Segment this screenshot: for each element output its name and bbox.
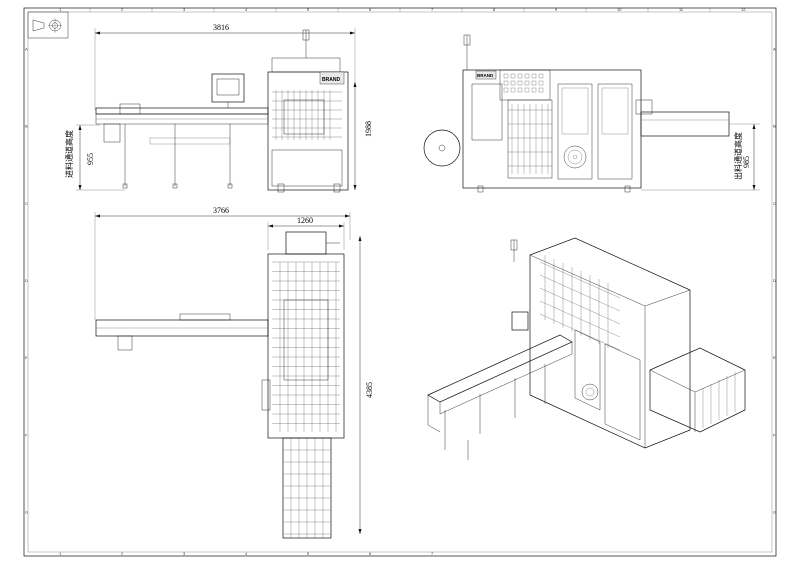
grid-col-label-bottom: 5 — [307, 551, 310, 556]
dim-3816: 3816 — [213, 23, 229, 32]
iso-machine-body — [529, 237, 691, 449]
grid-col-label-bottom: 6 — [369, 551, 372, 556]
grid-col-label: 11 — [679, 7, 684, 12]
grid-col-label: 9 — [555, 7, 558, 12]
dim-1260: 1260 — [297, 216, 313, 225]
grid-row-label: D — [25, 278, 28, 283]
iso-outfeed-conveyor — [649, 347, 746, 433]
projection-symbol-box — [27, 11, 69, 39]
brand-label-side: BRAND — [477, 73, 494, 78]
infeed-label: 进料通道高度 — [64, 130, 74, 178]
brand-label-front: BRAND — [322, 77, 340, 83]
dim-3766: 3766 — [213, 206, 229, 215]
front-view: 3816 1988 955 进料通道高度 — [64, 23, 373, 193]
isometric-view — [427, 237, 746, 460]
iso-control-panel — [511, 311, 529, 331]
side-door-3 — [597, 83, 633, 180]
outfeed-label: 出料通道高度 — [733, 132, 743, 180]
grid-row-label: C — [25, 201, 28, 206]
side-door-1 — [471, 83, 503, 141]
grid-col-label: 1 — [59, 7, 62, 12]
grid-col-label-bottom: 7 — [431, 551, 434, 556]
dimension-body-top: 1260 — [267, 216, 345, 250]
top-machine-frame — [267, 253, 345, 439]
grid-col-label-bottom: 4 — [245, 551, 248, 556]
grid-col-label: 8 — [493, 7, 496, 12]
grid-col-label: 4 — [245, 7, 248, 12]
dimension-height-front: 1988 — [353, 82, 373, 190]
side-door-2 — [557, 83, 593, 180]
grid-row-label: F — [25, 432, 28, 437]
grid-row-label: B — [25, 124, 28, 129]
fan-icon — [563, 145, 587, 169]
grid-row-label: D — [773, 278, 776, 283]
grid-row-label: A — [25, 47, 28, 52]
dim-1988: 1988 — [364, 121, 373, 137]
grid-col-label: 6 — [369, 7, 372, 12]
grid-col-label: 5 — [307, 7, 310, 12]
grid-row-label: E — [25, 355, 28, 360]
grid-col-label: 2 — [121, 7, 124, 12]
grid-col-label: 12 — [741, 7, 746, 12]
film-roll — [423, 129, 461, 167]
iso-fan-icon — [581, 383, 599, 401]
grid-col-label-bottom: 3 — [183, 551, 186, 556]
grid-col-label: 7 — [431, 7, 434, 12]
side-view: BRAND 985 出料通道高度 — [423, 34, 760, 193]
dimension-outfeed-height: 985 出料通道高度 — [641, 123, 760, 191]
grid-row-label: G — [773, 509, 776, 514]
grid-col-label-bottom: 1 — [59, 551, 62, 556]
grid-col-label-bottom: 2 — [121, 551, 124, 556]
dim-955: 955 — [86, 153, 95, 165]
machine-body — [267, 71, 349, 191]
top-view: 3766 1260 4385 — [94, 206, 374, 539]
dimension-depth-top: 4385 — [358, 236, 374, 534]
dimension-length-top: 3766 — [94, 206, 351, 320]
grid-row-label: E — [773, 355, 776, 360]
grid-row-label: F — [773, 432, 776, 437]
grid-col-label: 3 — [183, 7, 186, 12]
grid-col-label: 10 — [617, 7, 622, 12]
grid-row-label: A — [773, 47, 776, 52]
outfeed-conveyor — [640, 111, 730, 137]
grid-row-label: G — [25, 509, 28, 514]
infeed-conveyor — [95, 107, 269, 115]
dim-4385: 4385 — [365, 382, 374, 398]
dim-985: 985 — [742, 156, 751, 168]
grid-row-label: C — [773, 201, 776, 206]
sheet-border — [23, 7, 777, 557]
dimension-infeed-height: 955 进料通道高度 — [64, 124, 125, 191]
dimension-width-front: 3816 — [94, 23, 356, 110]
iso-infeed-conveyor — [427, 334, 573, 403]
grid-row-label: B — [773, 124, 776, 129]
